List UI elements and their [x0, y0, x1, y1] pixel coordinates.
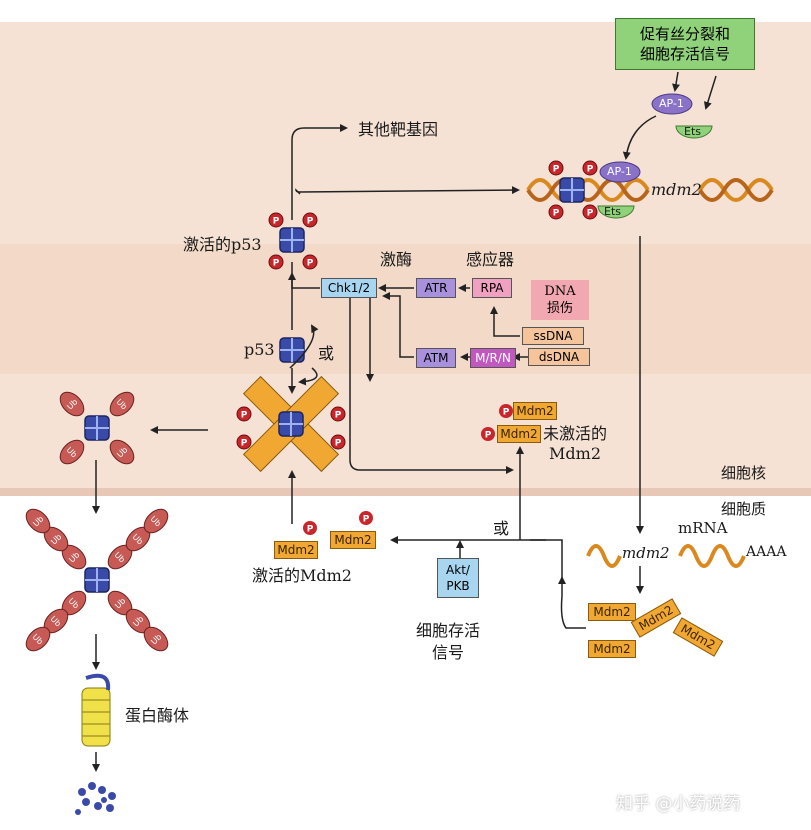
mdm2-protein-2: Mdm2 — [588, 640, 636, 658]
dna-helix — [526, 178, 774, 202]
mrna-label: mRNA — [678, 519, 728, 537]
mdm2-protein-1: Mdm2 — [588, 603, 636, 621]
ets-promoter-label: Ets — [604, 205, 621, 218]
ets-label: Ets — [684, 125, 701, 138]
atr-box: ATR — [416, 278, 456, 298]
polyub-p53 — [21, 504, 173, 656]
phospho-mdm2-1: Mdm2 — [513, 402, 557, 420]
ap1-protein — [651, 93, 693, 115]
ap1-label: AP-1 — [659, 97, 684, 110]
mdm2-gene-label: mdm2 — [651, 180, 702, 199]
ub-p53-small — [55, 387, 139, 469]
polya-label: AAAA — [746, 544, 787, 560]
mrna-mdm2-label: mdm2 — [622, 544, 670, 562]
nucleus-label: 细胞核 — [721, 464, 767, 482]
rpa-box: RPA — [472, 278, 512, 298]
sensor-label: 感应器 — [466, 250, 515, 269]
nuclear-membrane — [0, 488, 811, 496]
active-mdm2-box-2: Mdm2 — [330, 531, 376, 549]
ap1-promoter — [599, 161, 641, 183]
proteasome-icon — [81, 673, 111, 747]
p53-mdm2-complex — [236, 375, 346, 473]
cytoplasm-label: 细胞质 — [721, 500, 767, 518]
nucleus-band — [0, 244, 811, 374]
mitogenic-signal-box: 促有丝分裂和 细胞存活信号 — [615, 18, 755, 70]
watermark: 知乎 @小药说药 — [616, 794, 741, 814]
kinase-label: 激酶 — [380, 250, 413, 269]
peptide-fragments-icon — [75, 782, 116, 815]
active-p53-icon — [279, 227, 305, 253]
survival-signal-label: 细胞存活 信号 — [416, 621, 481, 662]
ets-protein — [675, 125, 713, 139]
akt-pkb-box: Akt/ PKB — [437, 558, 479, 598]
chk12-box: Chk1/2 — [321, 278, 377, 298]
p53-label: p53 — [244, 340, 275, 359]
inactive-mdm2-label: 未激活的 Mdm2 — [543, 424, 608, 463]
ap1-promoter-label: AP-1 — [607, 165, 632, 178]
mrn-box: M/R/N — [470, 348, 516, 368]
p53-promoter-icon — [559, 177, 585, 203]
mrna-strand — [586, 544, 746, 568]
dna-damage-box: DNA 损伤 — [531, 280, 589, 320]
dsdna-box: dsDNA — [528, 348, 590, 366]
ssdna-box: ssDNA — [522, 327, 584, 345]
or-label-cytoplasm: 或 — [493, 519, 510, 538]
other-target-genes-label: 其他靶基因 — [358, 120, 439, 139]
active-p53-label: 激活的p53 — [183, 235, 262, 254]
or-label-nucleus: 或 — [318, 344, 335, 363]
ets-promoter — [597, 205, 635, 219]
atm-box: ATM — [416, 348, 456, 368]
active-mdm2-box-1: Mdm2 — [274, 541, 318, 559]
proteasome-label: 蛋白酶体 — [125, 706, 190, 725]
active-mdm2-label: 激活的Mdm2 — [252, 566, 352, 585]
phospho-mdm2-2: Mdm2 — [497, 425, 541, 443]
